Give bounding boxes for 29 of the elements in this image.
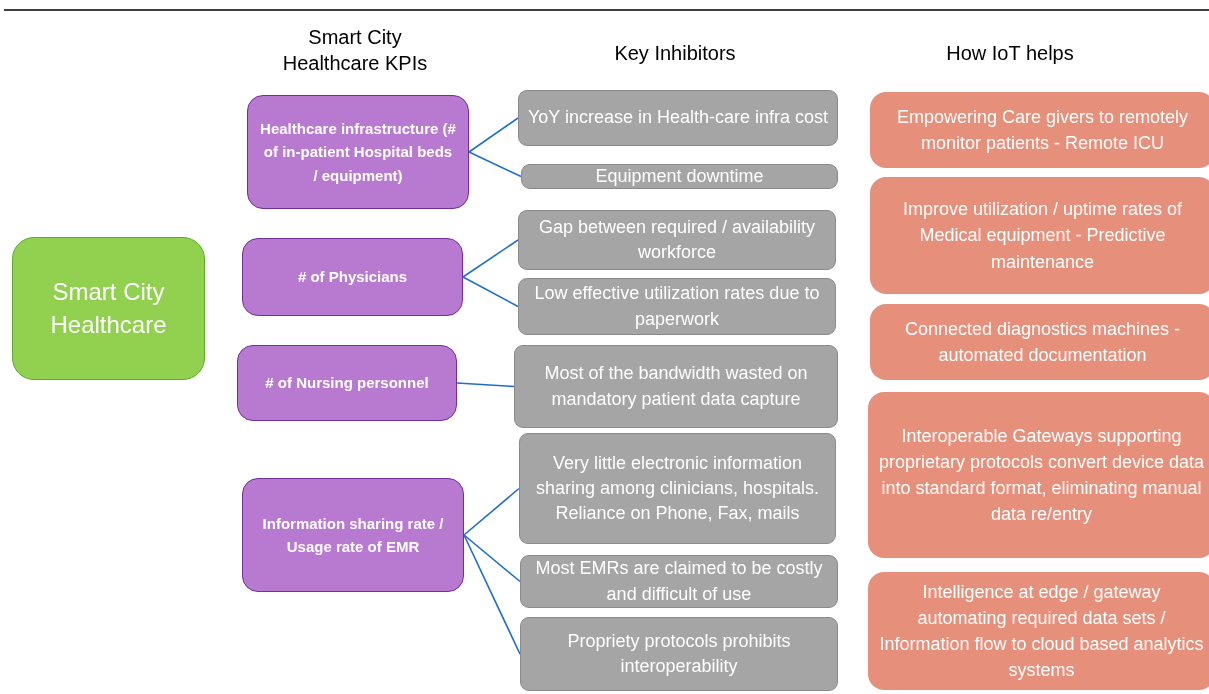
column-header: Smart City Healthcare KPIs <box>281 25 429 76</box>
topic-box: Smart City Healthcare <box>12 237 205 380</box>
connector-line <box>468 117 519 153</box>
solution-box: Empowering Care givers to remotely monitor patients - Remote ICU <box>870 92 1209 168</box>
solution-box: Improve utilization / uptime rates of Medical equipment - Predictive maintenance <box>870 177 1209 294</box>
inhibitor-box: Equipment downtime <box>521 164 838 189</box>
kpi-box: Information sharing rate / Usage rate of EMR <box>242 478 464 592</box>
kpi-box: Healthcare infrastructure (# of in-patient Hospital beds / equipment) <box>247 95 469 209</box>
connector-line <box>463 534 521 655</box>
connector-line <box>468 151 522 178</box>
inhibitor-box: Low effective utilization rates due to paperwork <box>518 278 836 335</box>
connector-line <box>462 239 519 278</box>
connector-line <box>463 487 520 536</box>
inhibitor-box: YoY increase in Health-care infra cost <box>518 90 838 146</box>
inhibitor-box: Propriety protocols prohibits interoperability <box>520 617 838 691</box>
kpi-box: # of Physicians <box>242 238 463 316</box>
solution-box: Intelligence at edge / gateway automating required data sets / Information flow to cloud based analytics systems <box>868 572 1209 690</box>
column-header: Key Inhibitors <box>613 41 737 66</box>
inhibitor-box: Very little electronic information sharing among clinicians, hospitals. Reliance on Phone, Fax, mails <box>519 433 836 544</box>
connector-line <box>456 382 515 388</box>
connector-line <box>463 534 521 583</box>
inhibitor-box: Most EMRs are claimed to be costly and difficult of use <box>520 555 838 608</box>
kpi-box: # of Nursing personnel <box>237 345 457 421</box>
column-header: How IoT helps <box>945 41 1075 66</box>
solution-box: Connected diagnostics machines - automated documentation <box>870 304 1209 380</box>
solution-box: Interoperable Gateways supporting proprietary protocols convert device data into standard format, eliminating manual data re/entry <box>868 392 1209 558</box>
connector-line <box>462 276 519 308</box>
inhibitor-box: Gap between required / availability workforce <box>518 210 836 270</box>
inhibitor-box: Most of the bandwidth wasted on mandatory patient data capture <box>514 345 838 428</box>
